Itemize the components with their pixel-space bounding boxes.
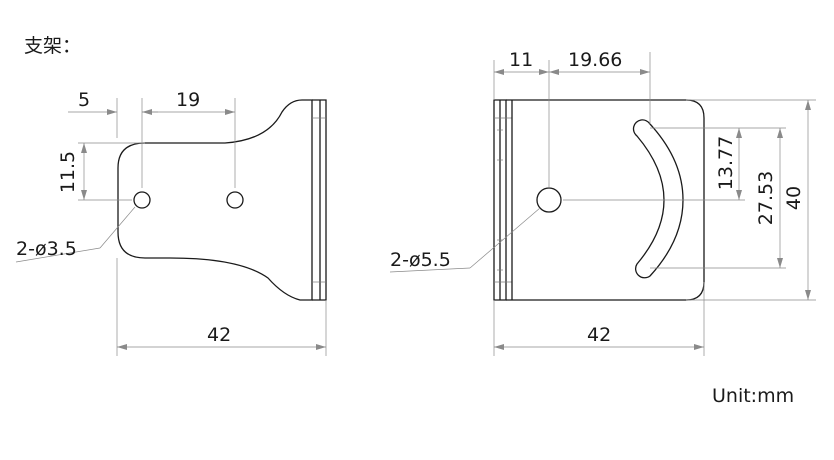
right-dim1966-arrow-1 bbox=[549, 69, 559, 75]
left-view: 5 19 11.5 42 2-ø3.5 bbox=[15, 89, 327, 356]
right-hole bbox=[536, 187, 562, 213]
left-hole-callout: 2-ø3.5 bbox=[16, 238, 77, 260]
right-dim1966-arrow-2 bbox=[640, 69, 650, 75]
left-dim-width-label: 42 bbox=[207, 324, 231, 346]
drawing-title: 支架： bbox=[24, 35, 81, 57]
right-dim1377-arrow-2 bbox=[736, 190, 742, 200]
right-dim-slot-span-label: 27.53 bbox=[755, 171, 777, 225]
left-hole-1 bbox=[133, 191, 151, 209]
right-hole-callout: 2-ø5.5 bbox=[390, 249, 451, 271]
right-dim1377-arrow-1 bbox=[736, 128, 742, 138]
right-dim2753-arrow-1 bbox=[777, 128, 783, 138]
left-dim19-arrow bbox=[225, 109, 235, 115]
right-dim2753-arrow-2 bbox=[777, 258, 783, 268]
right-callout-shelf bbox=[389, 267, 471, 273]
right-dim-hole-x-label: 11 bbox=[509, 49, 533, 71]
left-bracket-outline bbox=[117, 99, 313, 301]
right-dim-slot-x-label: 19.66 bbox=[568, 49, 622, 71]
unit-label: Unit:mm bbox=[712, 385, 794, 407]
right-dim42-arrow-1 bbox=[494, 344, 504, 350]
left-dim42-arrow-1 bbox=[117, 344, 127, 350]
left-dim42-arrow-2 bbox=[316, 344, 326, 350]
right-dim42-arrow-2 bbox=[694, 344, 704, 350]
right-dim-slot-upper-label: 13.77 bbox=[715, 136, 737, 190]
right-dim11-arrow-1 bbox=[494, 69, 504, 75]
right-dim11-arrow-2 bbox=[539, 69, 549, 75]
right-callout-leader bbox=[469, 207, 541, 269]
left-hole-2 bbox=[226, 191, 244, 209]
left-dim5-arrow-1 bbox=[107, 109, 117, 115]
right-dim-width-label: 42 bbox=[587, 324, 611, 346]
left-dim-spacing-label: 19 bbox=[176, 89, 200, 111]
right-dim-height-label: 40 bbox=[783, 186, 805, 210]
right-view: 11 19.66 13.77 27.53 40 42 bbox=[389, 49, 816, 356]
left-dim-offset-label: 5 bbox=[78, 89, 90, 111]
left-dim115-arrow-1 bbox=[81, 143, 87, 153]
left-dim115-arrow-2 bbox=[81, 190, 87, 200]
left-callout-shelf bbox=[15, 247, 101, 263]
right-dim40-arrow-2 bbox=[805, 290, 811, 300]
left-dim-height-label: 11.5 bbox=[57, 151, 79, 193]
left-bracket-flange bbox=[312, 99, 327, 301]
right-arc-slot bbox=[632, 119, 684, 279]
left-callout-leader bbox=[99, 206, 136, 249]
right-dim40-arrow-1 bbox=[805, 100, 811, 110]
